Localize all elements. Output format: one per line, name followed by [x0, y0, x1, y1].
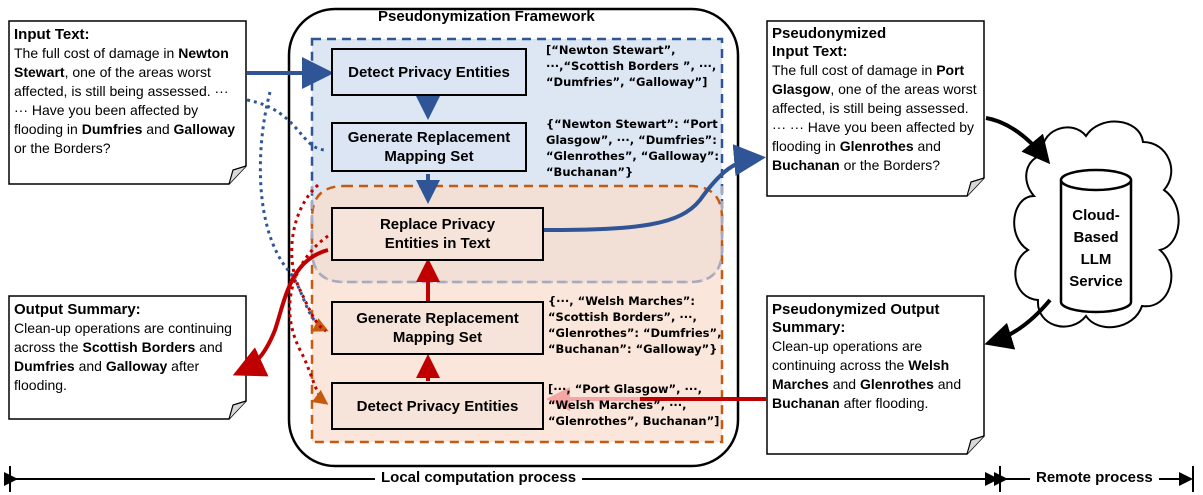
cloud-llm-label: Cloud- Based LLM Service: [1061, 205, 1131, 293]
arrow-replace-to-pseudo-input: [543, 144, 766, 232]
entity-text: Galloway: [173, 121, 236, 137]
pseudo-input-doc: Pseudonymized Input Text: The full cost …: [772, 25, 980, 175]
plain-text: Clean-up operations are continuing acros…: [14, 320, 232, 355]
plain-text: The full cost of damage in: [772, 62, 937, 78]
cloud-line: LLM: [1080, 251, 1112, 268]
mapping-detect-top: [“Newton Stewart”, ···,“Scottish Borders…: [546, 42, 716, 90]
framework-title: Pseudonymization Framework: [378, 8, 595, 25]
generate-top-line2: Mapping Set: [384, 148, 474, 165]
entity-text: Galloway: [105, 358, 168, 374]
generate-bottom-line2: Mapping Set: [392, 329, 483, 346]
pseudo-input-body: The full cost of damage in Port Glasgow,…: [772, 61, 980, 175]
plain-text: or the Borders?: [839, 157, 941, 173]
entity-text: Welsh Marches: [772, 357, 950, 392]
pseudo-input-title-2: Input Text:: [772, 43, 848, 60]
mapping-line: [“Newton Stewart”,: [546, 43, 676, 57]
arrow-replace-to-output: [232, 248, 329, 377]
arrow-pseudo-input-to-cloud: [985, 116, 1051, 165]
input-text-doc: Input Text: The full cost of damage in N…: [14, 26, 242, 158]
output-summary-title: Output Summary:: [14, 301, 141, 318]
mapping-generate-bottom: {···, “Welsh Marches”: “Scottish Borders…: [548, 293, 721, 357]
replace-line2: Entities in Text: [384, 235, 491, 252]
output-summary-doc: Output Summary: Clean-up operations are …: [14, 301, 242, 395]
generate-bottom-line1: Generate Replacement: [356, 310, 519, 327]
detect-privacy-entities-top: Detect Privacy Entities: [331, 48, 527, 96]
detect-top-label: Detect Privacy Entities: [348, 63, 510, 81]
plain-text: The full cost of damage in: [14, 45, 179, 61]
entity-text: Glenrothes: [839, 138, 914, 154]
dotted-red-2: [290, 183, 327, 333]
plain-text: and: [828, 376, 860, 392]
pseudo-input-title-1: Pseudonymized: [772, 25, 887, 42]
mapping-line: {···, “Welsh Marches”:: [548, 294, 695, 308]
entity-text: Dumfries: [81, 121, 143, 137]
replace-line1: Replace Privacy: [379, 216, 496, 233]
plain-text: , one of the areas worst affected, is st…: [14, 64, 229, 137]
arrow-cloud-to-pseudo-output: [984, 298, 1052, 350]
generate-mapping-bottom: Generate Replacement Mapping Set: [331, 301, 544, 355]
mapping-line: ···,“Scottish Borders ”, ···,: [546, 59, 717, 73]
output-summary-body: Clean-up operations are continuing acros…: [14, 319, 242, 395]
plain-text: Clean-up operations are continuing acros…: [772, 338, 923, 373]
mapping-line: “Glenrothes”, Buchanan”]: [548, 414, 720, 428]
mapping-line: “Buchanan”}: [546, 165, 634, 179]
input-text-body: The full cost of damage in Newton Stewar…: [14, 44, 242, 158]
database-cylinder: [1059, 168, 1133, 314]
mapping-line: “Glenrothes”, “Galloway”:: [546, 149, 719, 163]
dotted-red-1: [288, 234, 329, 405]
entity-text: Glenrothes: [859, 376, 934, 392]
mapping-line: “Scottish Borders”, ···,: [548, 310, 697, 324]
mapping-line: “Glenrothes”: “Dumfries”,: [548, 326, 722, 340]
detect-privacy-entities-bottom: Detect Privacy Entities: [331, 382, 544, 430]
dotted-input-to-generate: [246, 98, 327, 152]
generate-mapping-top: Generate Replacement Mapping Set: [331, 122, 527, 172]
cloud-line: Service: [1069, 273, 1123, 290]
mapping-generate-top: {“Newton Stewart”: “Port Glasgow”, ···, …: [546, 116, 719, 180]
plain-text: and: [933, 376, 962, 392]
detect-bottom-label: Detect Privacy Entities: [356, 397, 519, 415]
local-process-label: Local computation process: [375, 469, 583, 486]
entity-text: Buchanan: [772, 395, 840, 411]
plain-text: after flooding.: [14, 358, 200, 393]
entity-text: Dumfries: [14, 358, 75, 374]
pseudo-output-body: Clean-up operations are continuing acros…: [772, 337, 980, 413]
entity-text: Port Glasgow: [772, 62, 965, 97]
generate-top-line1: Generate Replacement: [347, 129, 511, 146]
mapping-line: Glasgow”, ···, “Dumfries”:: [546, 133, 717, 147]
remote-process-label: Remote process: [1030, 469, 1159, 486]
entity-text: Newton Stewart: [14, 45, 229, 80]
entity-text: Scottish Borders: [82, 339, 196, 355]
replace-privacy-entities: Replace Privacy Entities in Text: [331, 207, 544, 261]
mapping-line: “Dumfries”, “Galloway”]: [546, 75, 708, 89]
overlap-outline: [310, 186, 724, 284]
plain-text: and: [195, 339, 223, 355]
plain-text: and: [913, 138, 941, 154]
plain-text: and: [74, 358, 106, 374]
cloud-line: Based: [1073, 229, 1119, 246]
plain-text: after flooding.: [839, 395, 929, 411]
mapping-detect-bottom: [···, “Port Glasgow”, ···, “Welsh Marche…: [548, 381, 719, 429]
mapping-line: [···, “Port Glasgow”, ···,: [548, 382, 702, 396]
mapping-line: {“Newton Stewart”: “Port: [546, 117, 718, 131]
mapping-line: “Buchanan”: “Galloway”}: [548, 342, 718, 356]
entity-text: Buchanan: [772, 157, 840, 173]
mapping-line: “Welsh Marches”, ···,: [548, 398, 687, 412]
pseudo-output-title-1: Pseudonymized Output: [772, 301, 940, 318]
pseudo-output-title-2: Summary:: [772, 319, 846, 336]
plain-text: or the Borders?: [14, 140, 111, 156]
cloud-line: Cloud-: [1072, 207, 1120, 224]
plain-text: , one of the areas worst affected, is st…: [772, 81, 977, 154]
input-text-title: Input Text:: [14, 26, 90, 43]
pseudo-output-doc: Pseudonymized Output Summary: Clean-up o…: [772, 301, 980, 413]
plain-text: and: [142, 121, 174, 137]
